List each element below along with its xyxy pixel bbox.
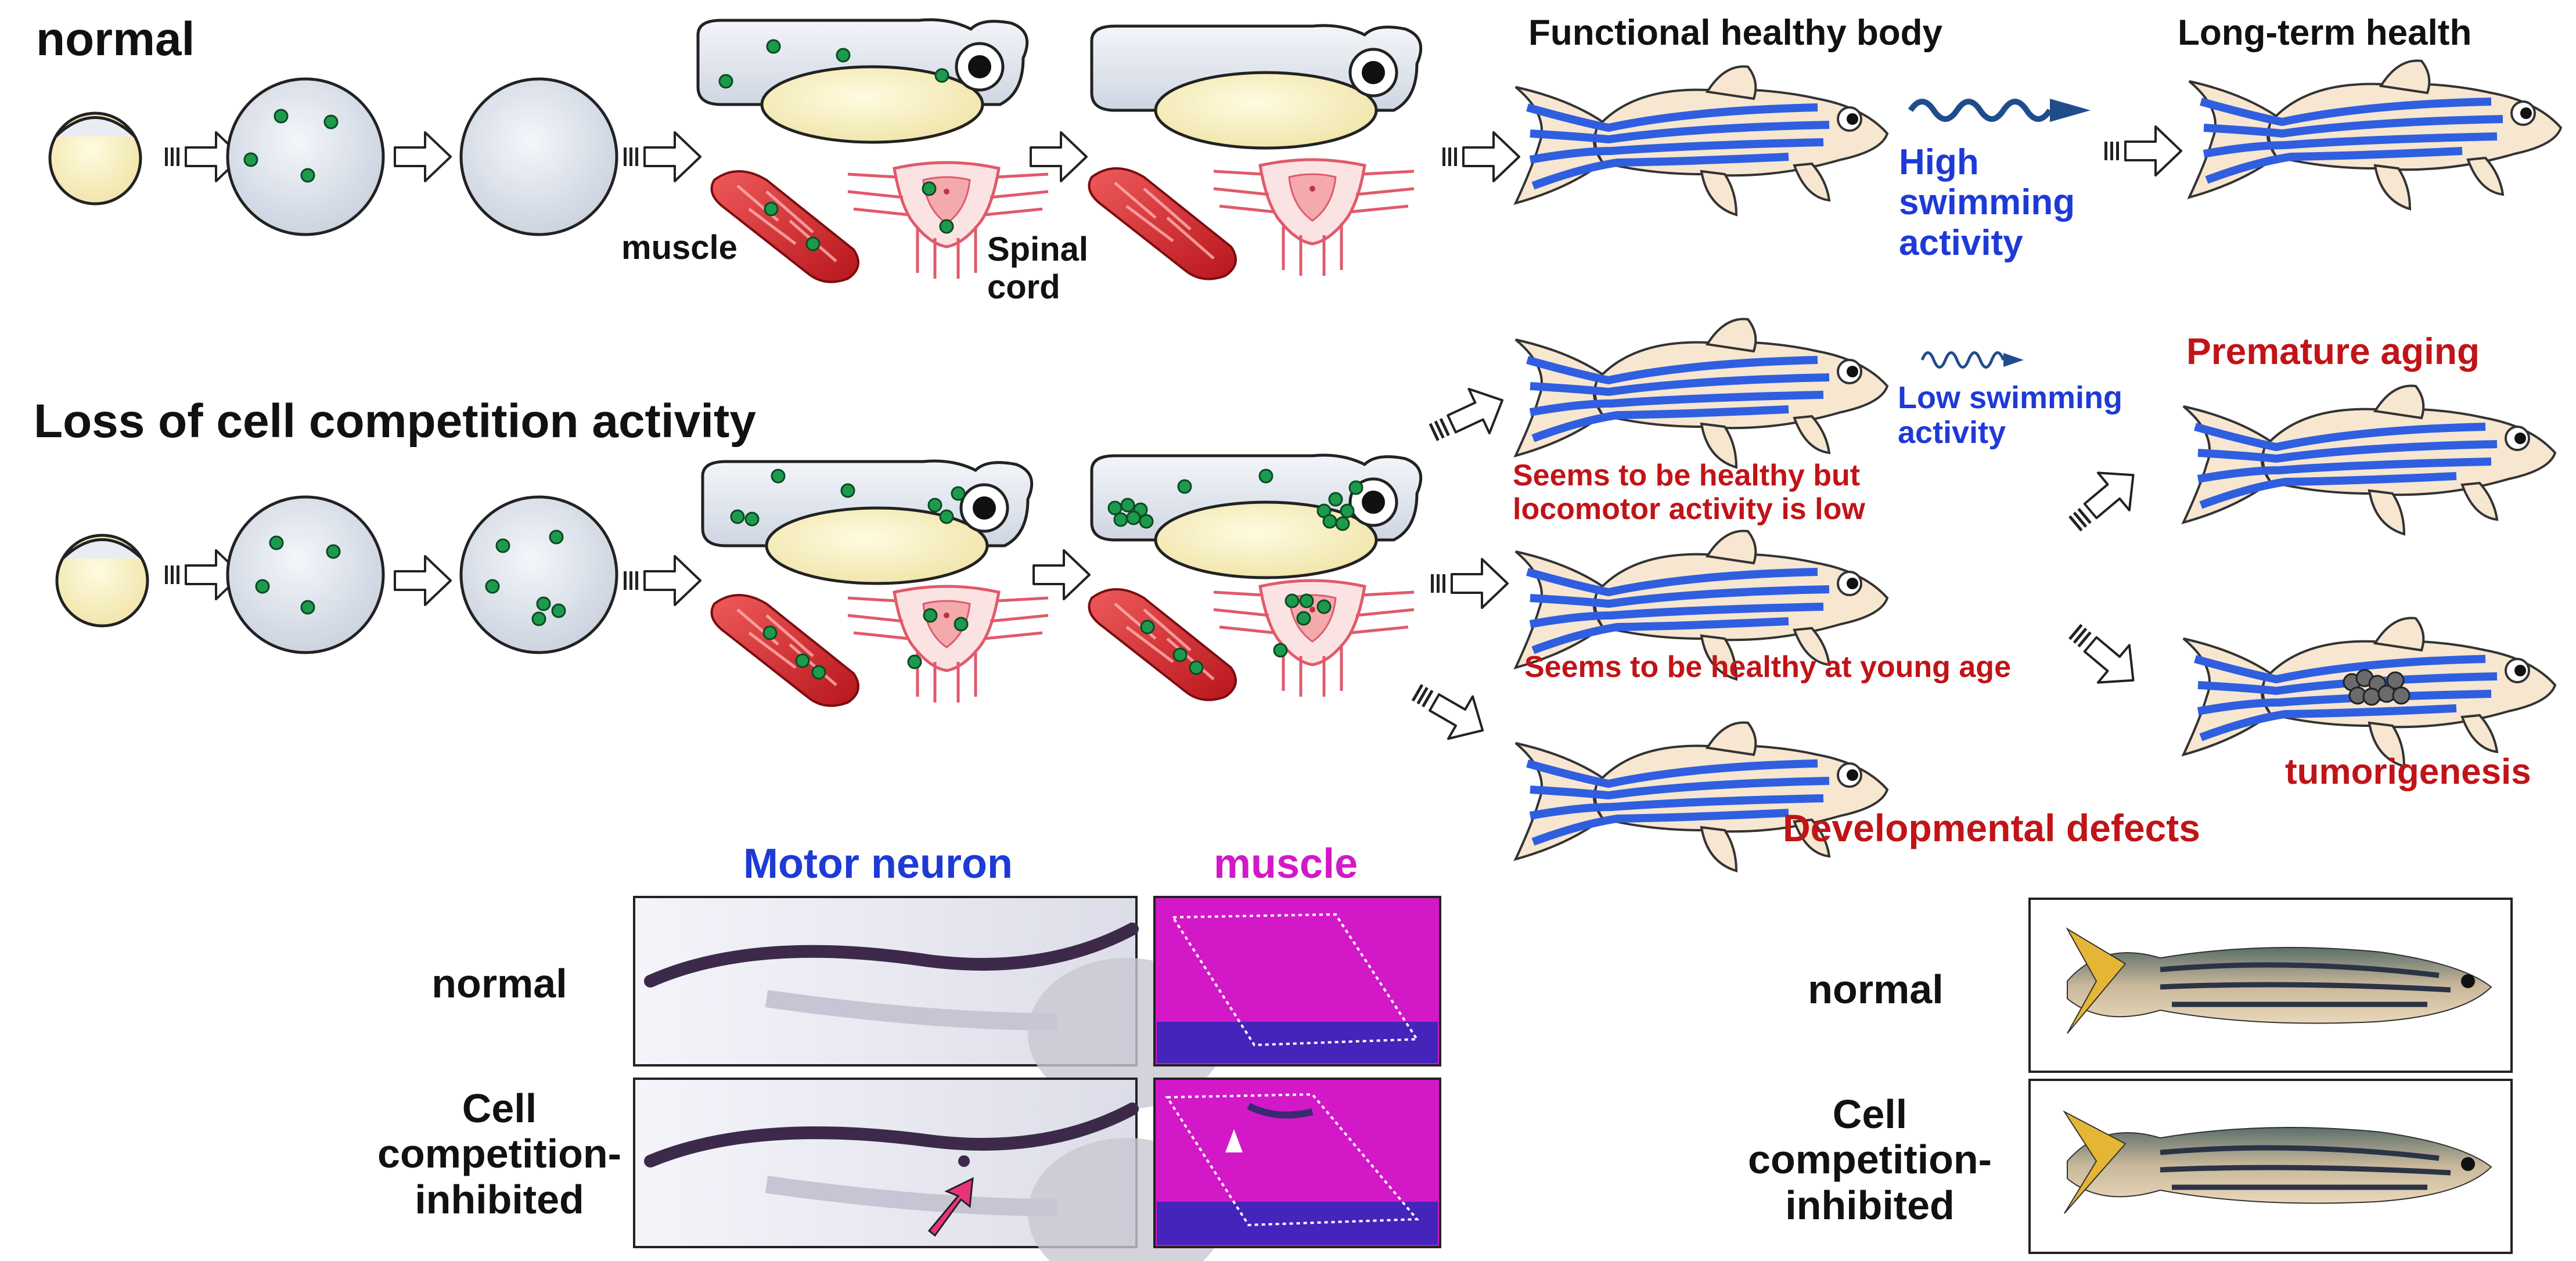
wavy-arrow-low (1920, 351, 2005, 369)
long-term-label: Long-term health (2178, 13, 2472, 53)
high-swim-label: High swimming activity (1899, 142, 2075, 263)
wavy-arrow-high (1908, 99, 2053, 122)
larva-loss-1 (703, 461, 1032, 583)
larva-loss-2 (1092, 455, 1421, 578)
egg-stage-1 (48, 111, 142, 206)
white-arrowhead (1225, 1129, 1243, 1152)
tumorigenesis-label: tumorigenesis (2285, 752, 2531, 792)
muscle-loss-1 (712, 595, 859, 706)
pink-arrow (927, 1177, 974, 1237)
embryo-stage-3 (459, 77, 618, 236)
developmental-defects-label: Developmental defects (1783, 806, 2200, 849)
low-swim-label: Low swimming activity (1898, 380, 2123, 451)
embryo-loss-3 (459, 495, 618, 654)
functional-healthy-label: Functional healthy body (1528, 13, 1943, 53)
embryo-stage-2 (226, 77, 385, 236)
photo-normal-label: normal (1808, 967, 1944, 1012)
embryo-loss-2 (226, 495, 385, 654)
healthy-young-label: Seems to be healthy at young age (1524, 650, 2011, 684)
normal-row (48, 20, 2561, 282)
muscle-panel-header: muscle (1214, 841, 1358, 887)
panel-normal-label: normal (431, 961, 567, 1006)
normal-row-title: normal (36, 13, 195, 66)
muscle-normal-panel (1153, 896, 1441, 1067)
spinal-loss-2 (1214, 581, 1414, 697)
muscle-loss-2 (1089, 589, 1236, 700)
loss-row-title: Loss of cell competition activity (34, 395, 756, 448)
fish-tumor (2183, 618, 2555, 766)
fish-healthy (1516, 67, 1887, 215)
premature-aging-label: Premature aging (2186, 330, 2480, 372)
larva-normal-2 (1092, 26, 1421, 148)
muscle-inhibited-panel (1153, 1078, 1441, 1248)
fish-long-term (2189, 61, 2561, 209)
motor-neuron-header: Motor neuron (743, 841, 1013, 887)
low-locomotor-label: Seems to be healthy but locomotor activi… (1513, 459, 1865, 527)
fish-photo-inhibited (2028, 1079, 2513, 1254)
spinal-normal-2 (1214, 160, 1414, 276)
fish-photo-normal (2028, 898, 2513, 1073)
fish-low-swim (1516, 319, 1887, 467)
ish-inhibited-panel (633, 1078, 1225, 1261)
spinal-loss-1 (848, 586, 1048, 702)
muscle-label: muscle (621, 229, 737, 266)
egg-loss-1 (55, 534, 149, 628)
panel-inhibited-label: Cell competition-inhibited (377, 1086, 621, 1222)
spinal-cord-label: Spinal cord (987, 230, 1089, 306)
fish-aging (2183, 386, 2555, 534)
larva-normal-1 (698, 20, 1027, 142)
loss-row (55, 319, 2555, 871)
ish-normal-panel (633, 896, 1225, 1109)
photo-inhibited-label: Cell competition-inhibited (1748, 1091, 1992, 1228)
